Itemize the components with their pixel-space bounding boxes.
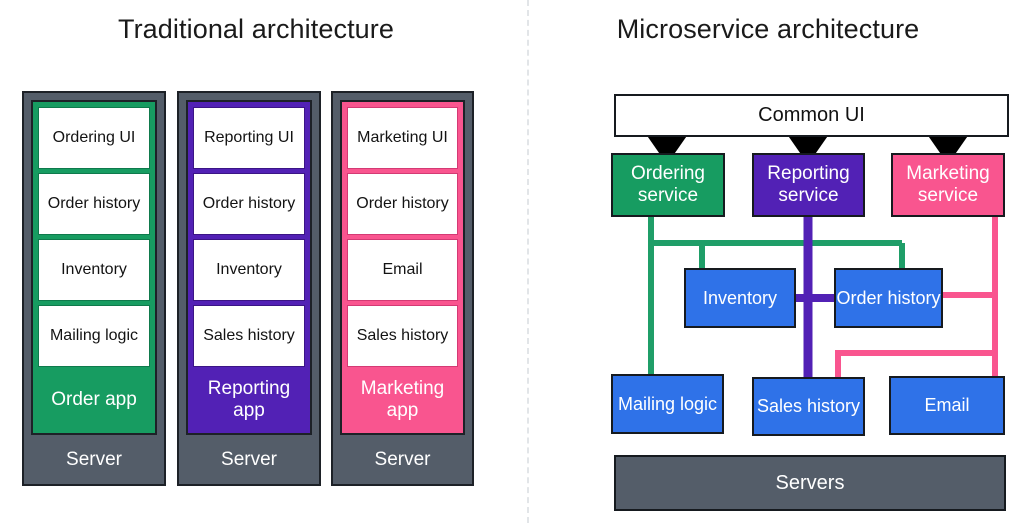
server-label-1: Server [66, 448, 122, 470]
unit-order-history[interactable]: Order history [38, 173, 150, 235]
datastore-email[interactable]: Email [889, 376, 1005, 435]
unit-order-history[interactable]: Order history [347, 173, 458, 235]
server-marketing-app[interactable]: Marketing UI Order history Email Sales h… [331, 91, 474, 486]
unit-inventory[interactable]: Inventory [38, 239, 150, 301]
app-order[interactable]: Ordering UI Order history Inventory Mail… [31, 100, 157, 435]
unit-email[interactable]: Email [347, 239, 458, 301]
unit-sales-history[interactable]: Sales history [347, 305, 458, 367]
unit-sales-history[interactable]: Sales history [193, 305, 305, 367]
datastore-sales-history[interactable]: Sales history [752, 377, 865, 436]
service-ordering[interactable]: Ordering service [611, 153, 725, 217]
service-reporting[interactable]: Reporting service [752, 153, 865, 217]
microservice-architecture-title: Microservice architecture [616, 14, 920, 44]
server-label-2: Server [221, 448, 277, 470]
app-order-label: Order app [51, 389, 137, 411]
app-reporting[interactable]: Reporting UI Order history Inventory Sal… [186, 100, 312, 435]
datastore-mailing-logic[interactable]: Mailing logic [611, 374, 724, 434]
common-ui-box[interactable]: Common UI [614, 94, 1009, 137]
server-label-3: Server [374, 448, 431, 470]
service-marketing[interactable]: Marketing service [891, 153, 1005, 217]
app-marketing-label: Marketing app [360, 378, 445, 421]
app-marketing[interactable]: Marketing UI Order history Email Sales h… [340, 100, 465, 435]
unit-order-history[interactable]: Order history [193, 173, 305, 235]
app-reporting-label: Reporting app [207, 378, 291, 421]
unit-ordering-ui[interactable]: Ordering UI [38, 107, 150, 169]
datastore-order-history[interactable]: Order history [834, 268, 943, 328]
server-reporting-app[interactable]: Reporting UI Order history Inventory Sal… [177, 91, 321, 486]
unit-mailing-logic[interactable]: Mailing logic [38, 305, 150, 367]
panel-divider [527, 0, 529, 523]
unit-marketing-ui[interactable]: Marketing UI [347, 107, 458, 169]
traditional-architecture-title: Traditional architecture [117, 14, 395, 44]
datastore-inventory[interactable]: Inventory [684, 268, 796, 328]
server-order-app[interactable]: Ordering UI Order history Inventory Mail… [22, 91, 166, 486]
unit-inventory[interactable]: Inventory [193, 239, 305, 301]
servers-bar[interactable]: Servers [614, 455, 1006, 511]
unit-reporting-ui[interactable]: Reporting UI [193, 107, 305, 169]
